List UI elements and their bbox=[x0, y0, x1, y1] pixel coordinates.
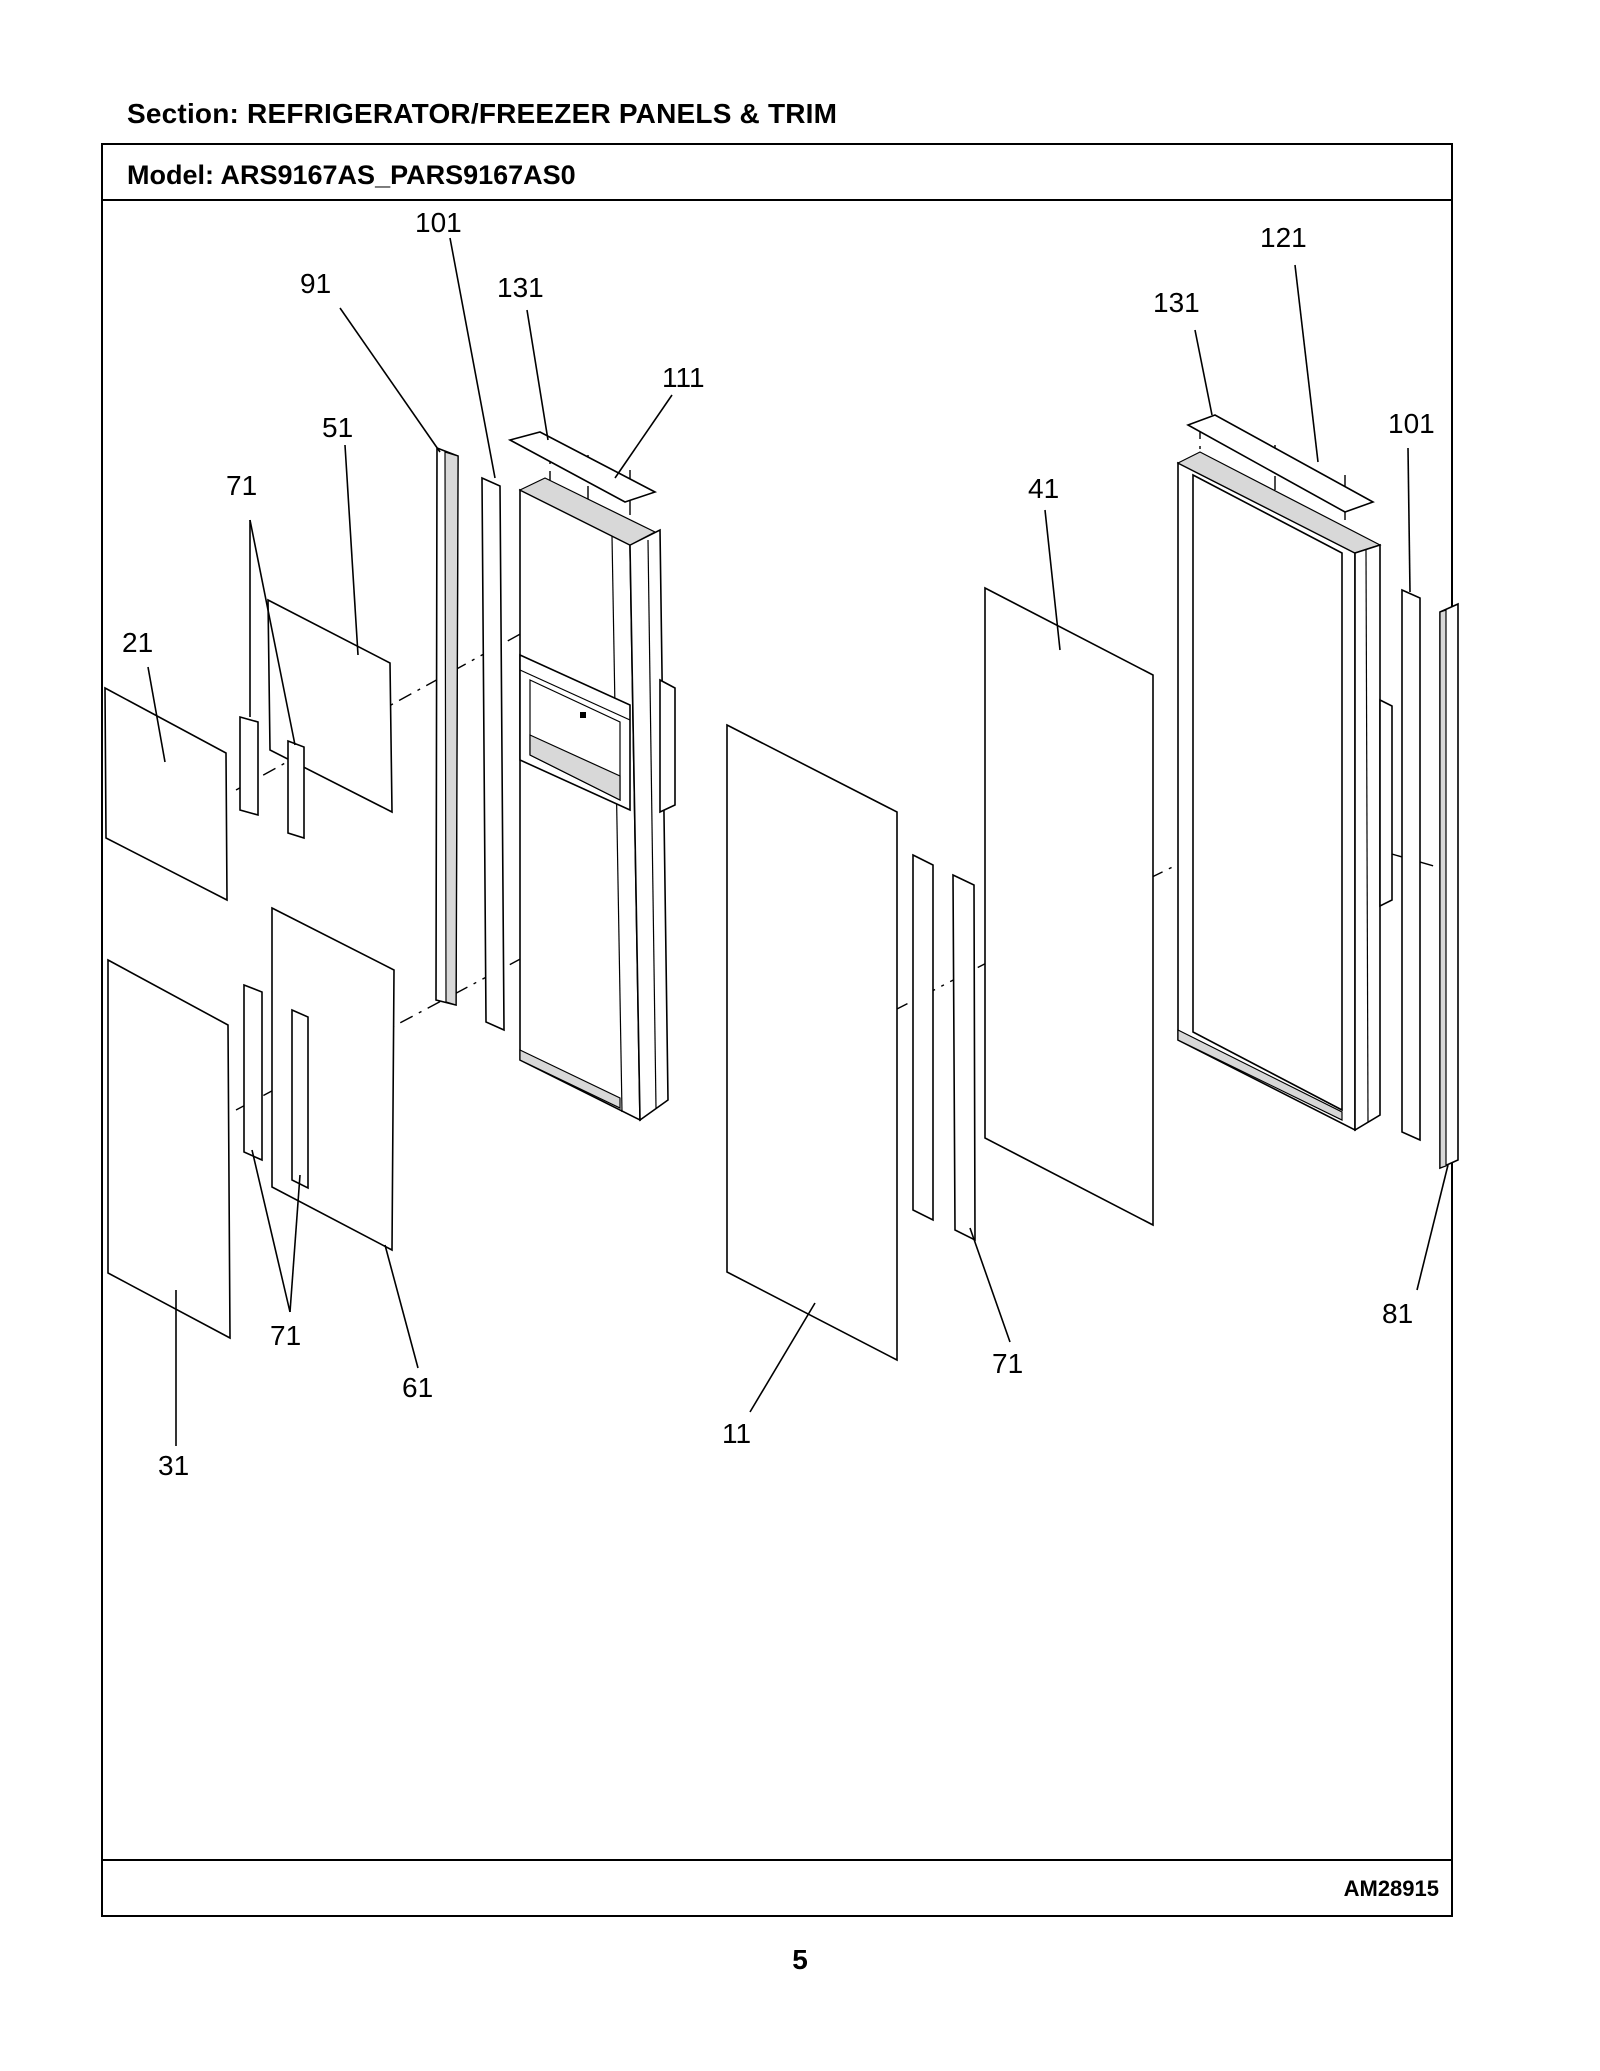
part-31-panel bbox=[107, 958, 231, 1340]
callout-71-mid: 71 bbox=[992, 1348, 1023, 1379]
section-title: Section: REFRIGERATOR/FREEZER PANELS & T… bbox=[127, 98, 838, 129]
left-door-assembly bbox=[518, 477, 676, 1122]
callout-41: 41 bbox=[1028, 473, 1059, 504]
part-61-panel bbox=[271, 906, 395, 1252]
part-91-trim bbox=[435, 446, 459, 1007]
drawing-id: AM28915 bbox=[1343, 1876, 1439, 1901]
drawing-footer-bar: AM28915 bbox=[103, 1859, 1451, 1915]
part-101-strip-right bbox=[1401, 588, 1421, 1142]
part-71-strip-upper-b bbox=[287, 739, 305, 840]
part-71-strip-mid-b bbox=[952, 873, 976, 1242]
callout-101-left: 101 bbox=[415, 207, 462, 238]
callout-91: 91 bbox=[300, 268, 331, 299]
callout-31: 31 bbox=[158, 1450, 189, 1481]
callout-leader-lines bbox=[147, 237, 1449, 1446]
part-71-strip-upper-a bbox=[239, 715, 259, 817]
part-71-strip-mid-a bbox=[912, 853, 934, 1222]
callout-71-lower: 71 bbox=[270, 1320, 301, 1351]
part-71-strip-lower-a bbox=[243, 983, 263, 1162]
part-11-panel bbox=[726, 723, 898, 1362]
callout-21: 21 bbox=[122, 627, 153, 658]
callout-131-left: 131 bbox=[497, 272, 544, 303]
callout-61: 61 bbox=[402, 1372, 433, 1403]
callout-121: 121 bbox=[1260, 222, 1307, 253]
callout-81: 81 bbox=[1382, 1298, 1413, 1329]
model-title: Model: ARS9167AS_PARS9167AS0 bbox=[127, 160, 576, 190]
callout-11: 11 bbox=[722, 1418, 751, 1449]
callout-111: 111 bbox=[662, 362, 705, 393]
part-101-strip-left bbox=[481, 476, 505, 1032]
part-111-top-cap bbox=[507, 431, 658, 503]
callout-71-upper: 71 bbox=[226, 470, 257, 501]
part-121-top-cap bbox=[1186, 414, 1375, 513]
part-71-strip-lower-b bbox=[291, 1008, 309, 1190]
callout-51: 51 bbox=[322, 412, 353, 443]
part-81-trim bbox=[1439, 602, 1459, 1170]
right-door-assembly bbox=[1176, 451, 1393, 1132]
callout-101-right: 101 bbox=[1388, 408, 1435, 439]
part-21-panel bbox=[104, 686, 228, 902]
callout-131-right: 131 bbox=[1153, 287, 1200, 318]
part-41-panel bbox=[984, 586, 1154, 1227]
callout-labels: 101 91 131 111 51 71 21 71 61 31 11 71 4… bbox=[122, 207, 1435, 1481]
page-number: 5 bbox=[792, 1944, 808, 1975]
model-header-bar: Model: ARS9167AS_PARS9167AS0 bbox=[103, 145, 1451, 201]
